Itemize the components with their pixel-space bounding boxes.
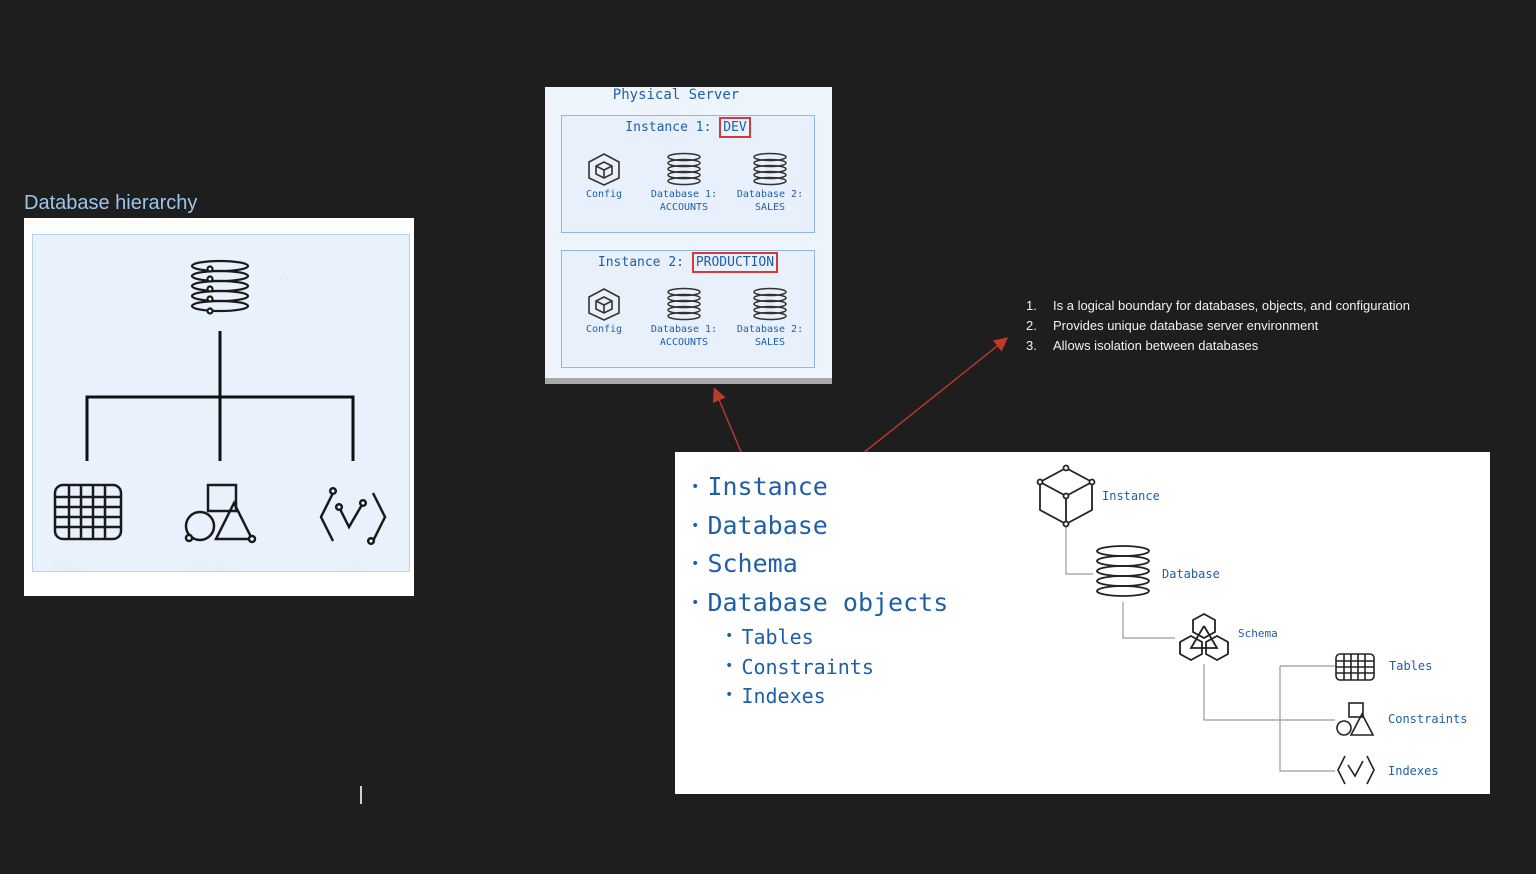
database-icon [667, 152, 701, 186]
db1-line1: Database 1: [650, 324, 718, 335]
instance-notes-list: 1.Is a logical boundary for databases, o… [1026, 296, 1410, 356]
instance-env-badge: DEV [719, 117, 751, 138]
tree-connectors [85, 331, 355, 461]
tree-label-instance: Instance [1102, 489, 1160, 503]
config-cube-icon [588, 288, 620, 321]
bullet-item: •Schema [691, 549, 798, 578]
text-cursor [360, 786, 362, 804]
tree-label-tables: Tables [1389, 659, 1433, 673]
instance-title: Instance 1: DEV [562, 117, 814, 138]
db1-line2: ACCOUNTS [659, 337, 709, 348]
config-cube-icon [588, 153, 620, 186]
table-icon [53, 483, 123, 541]
instance-prefix: Instance 2: [597, 255, 684, 270]
tree-label-database: Database [1162, 567, 1220, 581]
bullet-item: •Database [691, 510, 828, 540]
physical-server-panel: Physical Server Instance 1: DEV Config D… [545, 87, 832, 384]
instance-env-badge: PRODUCTION [691, 252, 779, 273]
note-item: 1.Is a logical boundary for databases, o… [1026, 298, 1411, 313]
note-item: 2.Provides unique database server enviro… [1026, 318, 1319, 333]
database-stack-icon [1096, 545, 1150, 597]
hierarchy-overview-card: •Instance •Database •Schema •Database ob… [675, 452, 1490, 794]
server-title: Physical Server [612, 87, 740, 103]
schema-hexagons-icon [1179, 612, 1229, 662]
constraints-icon [184, 483, 257, 544]
database-icon [190, 259, 250, 315]
db1-line2: ACCOUNTS [659, 202, 709, 213]
instance-title: Instance 2: PRODUCTION [562, 252, 814, 273]
config-item: Config [562, 287, 646, 336]
tree-label-indexes: Indexes [1388, 764, 1439, 778]
indexes-icon [1337, 755, 1375, 785]
indexes-icon [319, 486, 387, 546]
config-item: Config [562, 152, 646, 201]
instance-box-2: Instance 2: PRODUCTION Config Database 1… [561, 250, 815, 368]
faint-indexes-label: Index [339, 560, 366, 572]
sub-bullet-item: •Tables [725, 625, 814, 649]
database-icon [753, 287, 787, 321]
bullet-item: •Instance [691, 472, 828, 501]
db1-item: Database 1: ACCOUNTS [642, 287, 726, 349]
tree-connectors [1065, 524, 1335, 772]
faint-constraints-label: constraints [183, 560, 237, 572]
db2-line1: Database 2: [736, 189, 804, 200]
database-hierarchy-card: Database Tables constraints Index [24, 218, 414, 596]
config-label: Config [585, 189, 623, 200]
db2-line2: SALES [754, 337, 786, 348]
instance-box-1: Instance 1: DEV Config Database 1: ACCOU… [561, 115, 815, 233]
tables-icon [1335, 653, 1375, 681]
left-heading: Database hierarchy [24, 192, 198, 214]
db2-line2: SALES [754, 202, 786, 213]
note-item: 3.Allows isolation between databases [1026, 338, 1259, 353]
db1-item: Database 1: ACCOUNTS [642, 152, 726, 214]
constraints-icon [1336, 702, 1375, 736]
instance-cube-icon [1036, 464, 1096, 528]
bullet-item: •Database objects [691, 587, 949, 617]
database-icon [667, 287, 701, 321]
db2-item: Database 2: SALES [728, 287, 812, 349]
hierarchy-tree [53, 259, 387, 546]
hierarchy-tree-graphic [1036, 464, 1375, 785]
hierarchy-bullet-list: •Instance •Database •Schema •Database ob… [691, 468, 948, 711]
tree-label-schema: Schema [1238, 627, 1278, 640]
hierarchy-diagram: Database Tables constraints Index [32, 234, 410, 572]
instance-prefix: Instance 1: [625, 120, 712, 135]
config-label: Config [585, 324, 623, 335]
faint-database-label: Database [259, 273, 307, 285]
database-icon [753, 152, 787, 186]
db2-line1: Database 2: [736, 324, 804, 335]
sub-bullet-item: •Constraints [725, 654, 874, 679]
db1-line1: Database 1: [650, 189, 718, 200]
sub-bullet-item: •Indexes [725, 684, 826, 708]
db2-item: Database 2: SALES [728, 152, 812, 214]
faint-tables-label: Tables [51, 560, 83, 572]
tree-label-constraints: Constraints [1388, 712, 1468, 726]
